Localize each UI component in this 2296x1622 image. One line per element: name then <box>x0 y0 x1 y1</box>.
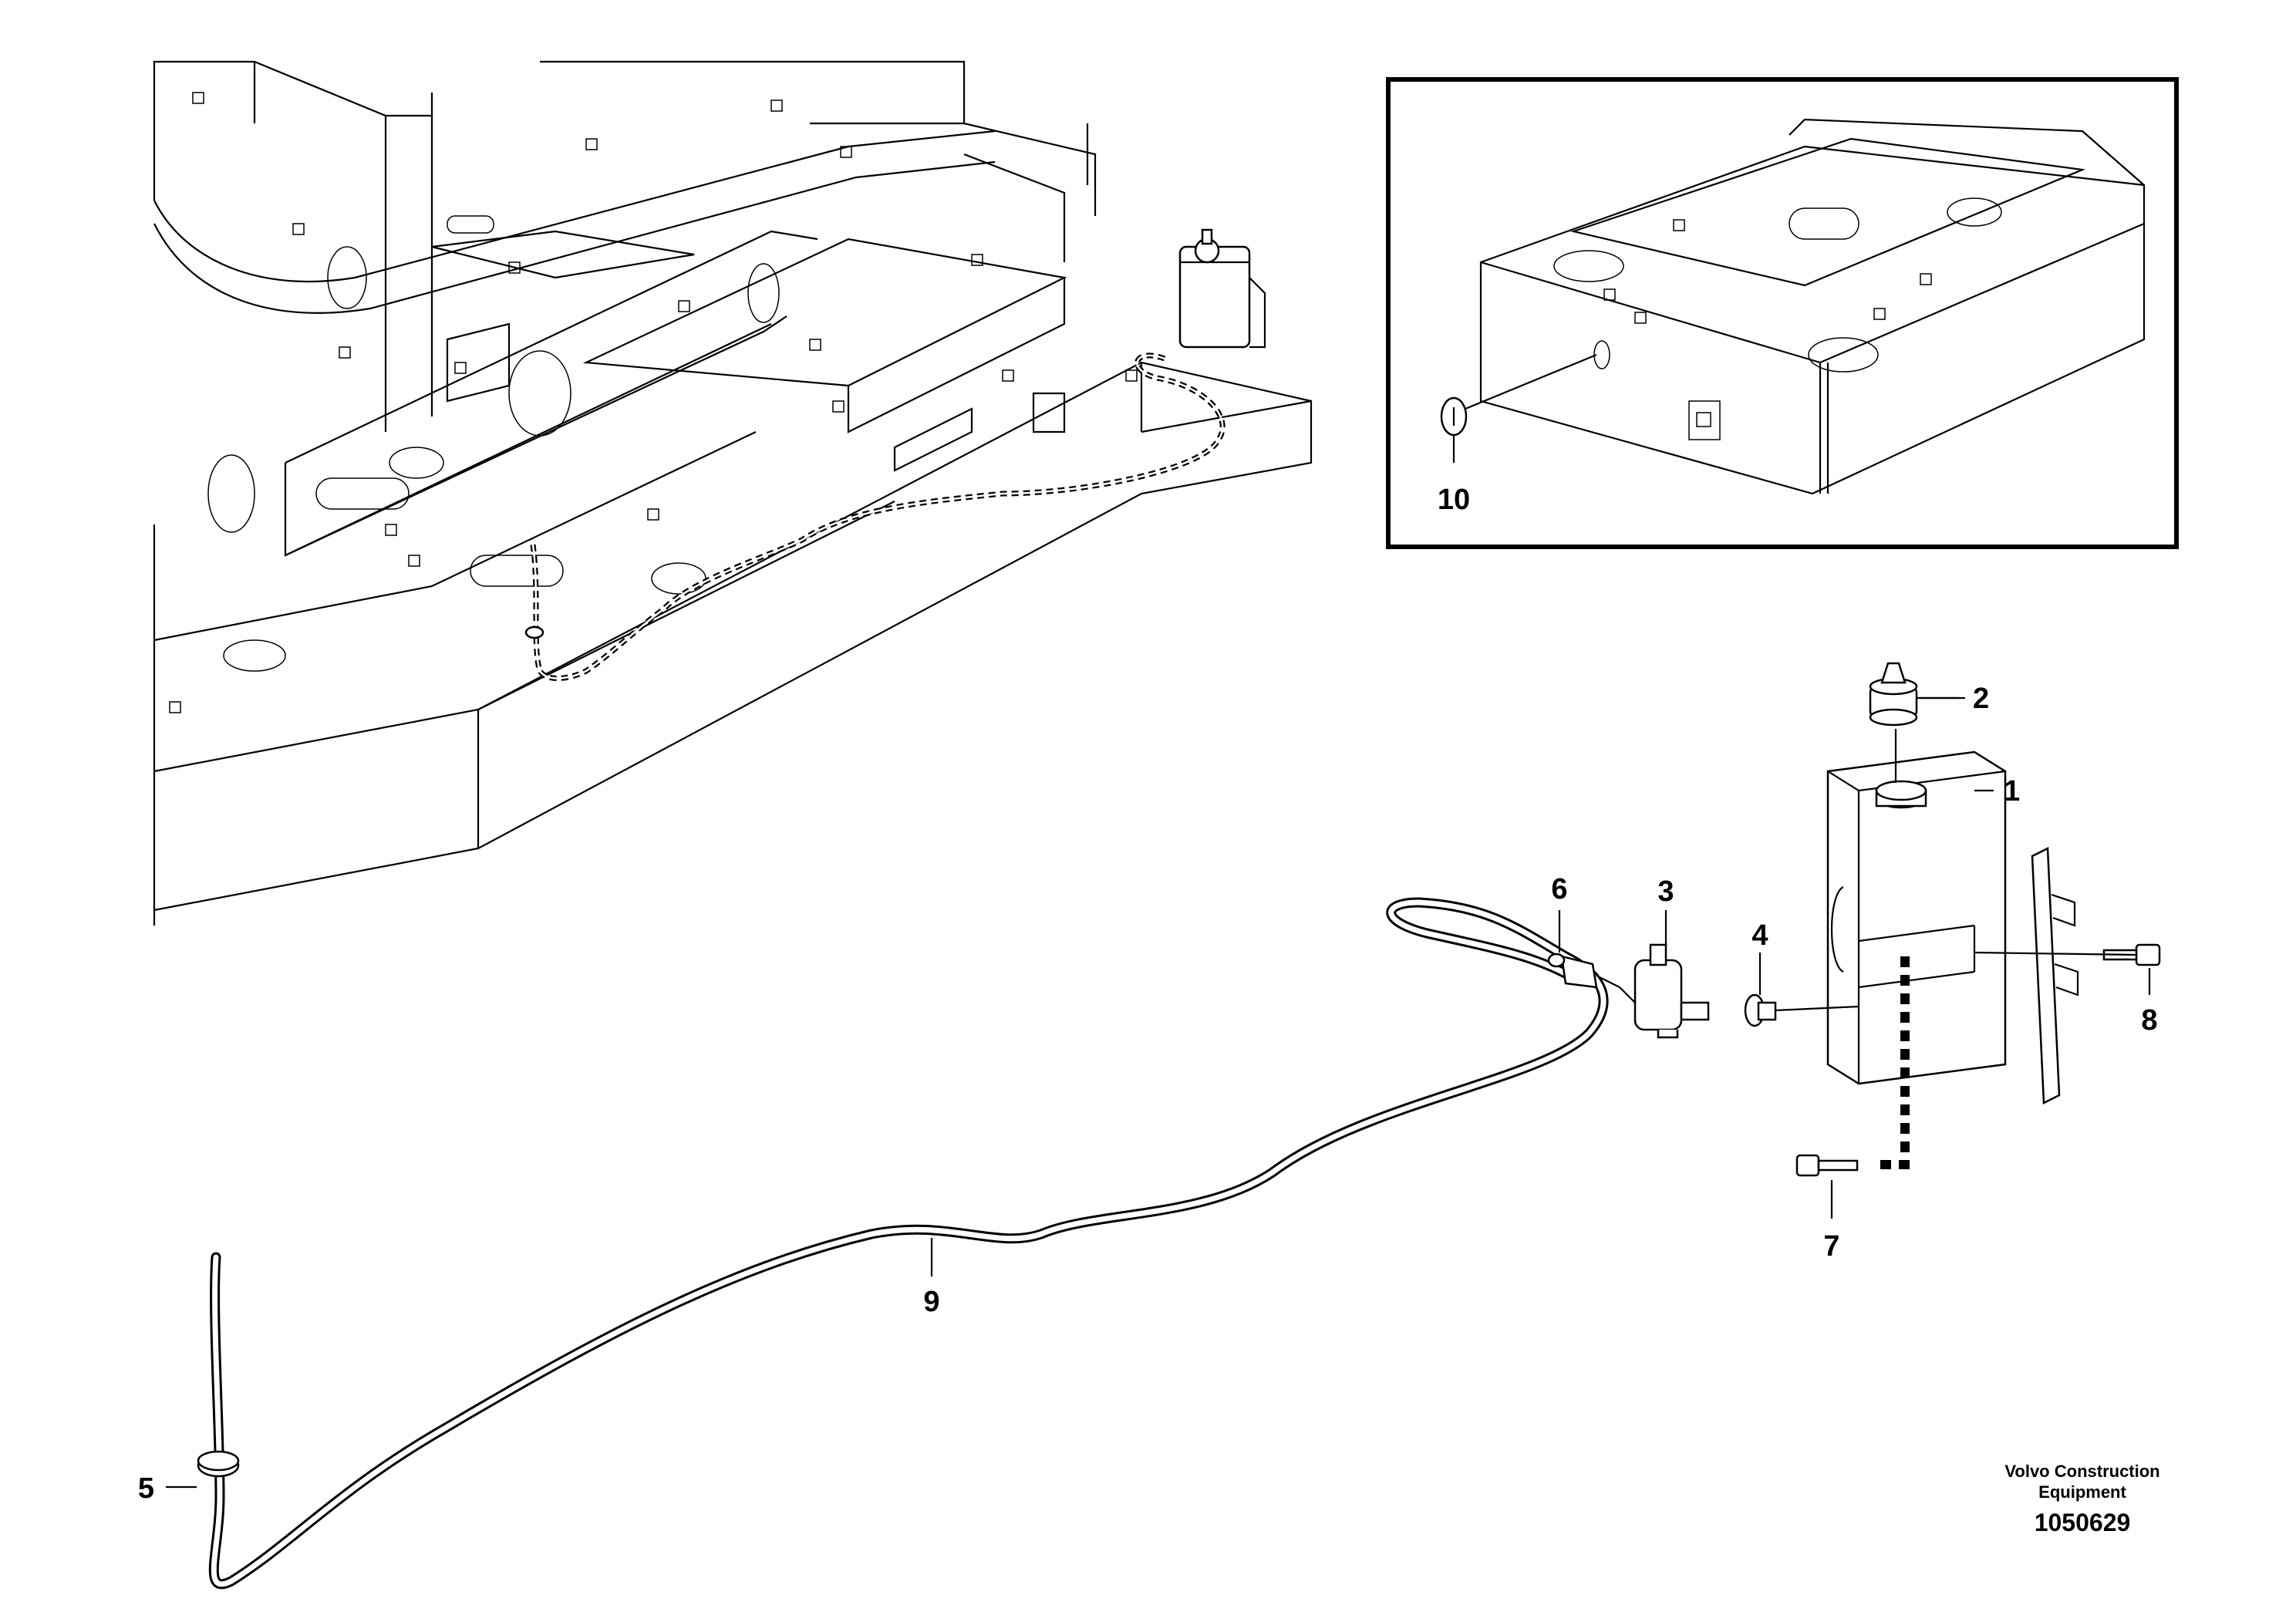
callouts: 1 2 3 4 5 6 7 8 9 <box>138 683 2158 1505</box>
callout-6: 6 <box>1551 873 1567 905</box>
drawing-number: 1050629 <box>2035 1509 2131 1536</box>
callout-4: 4 <box>1752 919 1768 952</box>
callout-2: 2 <box>1973 683 1989 715</box>
upper-frame-assembly <box>153 60 1313 926</box>
grommet-part-10 <box>1440 396 1468 437</box>
bolt-part-7 <box>1795 1154 1859 1177</box>
callout-7: 7 <box>1823 1230 1839 1263</box>
grommet-part-5 <box>197 1450 240 1478</box>
washer-pump-part-3 <box>1633 943 1710 1039</box>
brand-line-2: Equipment <box>2038 1482 2126 1502</box>
bracket-and-bolt-part-8 <box>2031 847 2161 1104</box>
inset-detail-box: 10 <box>1386 77 2179 549</box>
callout-9: 9 <box>923 1286 939 1318</box>
drawing-footer: Volvo Construction Equipment 1050629 <box>2004 1462 2159 1536</box>
washer-hose-part-9 <box>208 897 1609 1590</box>
callout-8: 8 <box>2141 1004 2157 1037</box>
frame-washer-tank <box>1178 228 1266 349</box>
frame-nuts <box>169 92 1138 713</box>
callout-5: 5 <box>138 1472 154 1505</box>
grommet-part-4 <box>1744 993 1777 1027</box>
callout-1: 1 <box>2004 775 2020 808</box>
washer-tank-part-1 <box>1826 750 2007 1169</box>
brand-line-1: Volvo Construction <box>2004 1462 2159 1481</box>
tank-cap-part-2 <box>1869 662 1918 727</box>
callout-3: 3 <box>1657 875 1674 908</box>
callout-10: 10 <box>1438 484 1470 516</box>
connector-part-6 <box>1547 953 1598 989</box>
